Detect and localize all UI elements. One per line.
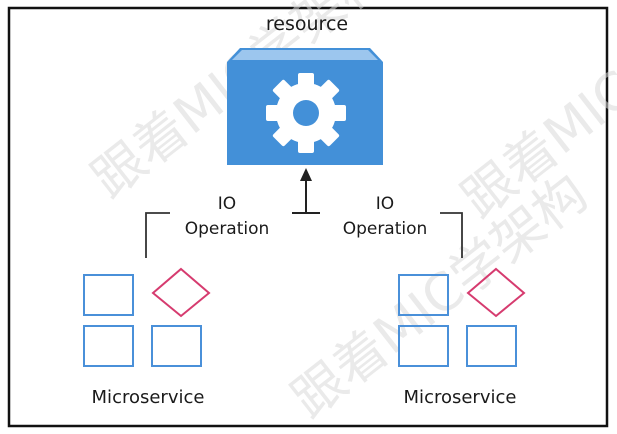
left-diamond: [151, 267, 211, 318]
resource-label: resource: [266, 13, 348, 35]
left-square-bottom-right: [151, 325, 202, 367]
right-io-label: IO: [376, 194, 394, 214]
resource-box: [227, 48, 383, 165]
right-square-bottom-left: [398, 325, 449, 367]
left-operation-label: Operation: [185, 219, 270, 239]
left-microservice-icon: [83, 267, 211, 367]
right-microservice-icon: [398, 267, 526, 367]
right-operation-label: Operation: [343, 219, 428, 239]
resource-box-lid: [232, 50, 378, 60]
right-diamond: [466, 267, 526, 318]
io-arrow: [292, 168, 320, 214]
gear-icon: [266, 73, 346, 153]
right-microservice-label: Microservice: [404, 387, 517, 408]
left-square-bottom-left: [83, 325, 134, 367]
left-connector: [145, 212, 170, 258]
left-square-top: [83, 274, 134, 316]
right-square-top: [398, 274, 449, 316]
left-io-label: IO: [218, 194, 236, 214]
right-connector: [440, 212, 463, 258]
left-microservice-label: Microservice: [92, 387, 205, 408]
arrow-head: [300, 168, 312, 181]
right-square-bottom-right: [466, 325, 517, 367]
